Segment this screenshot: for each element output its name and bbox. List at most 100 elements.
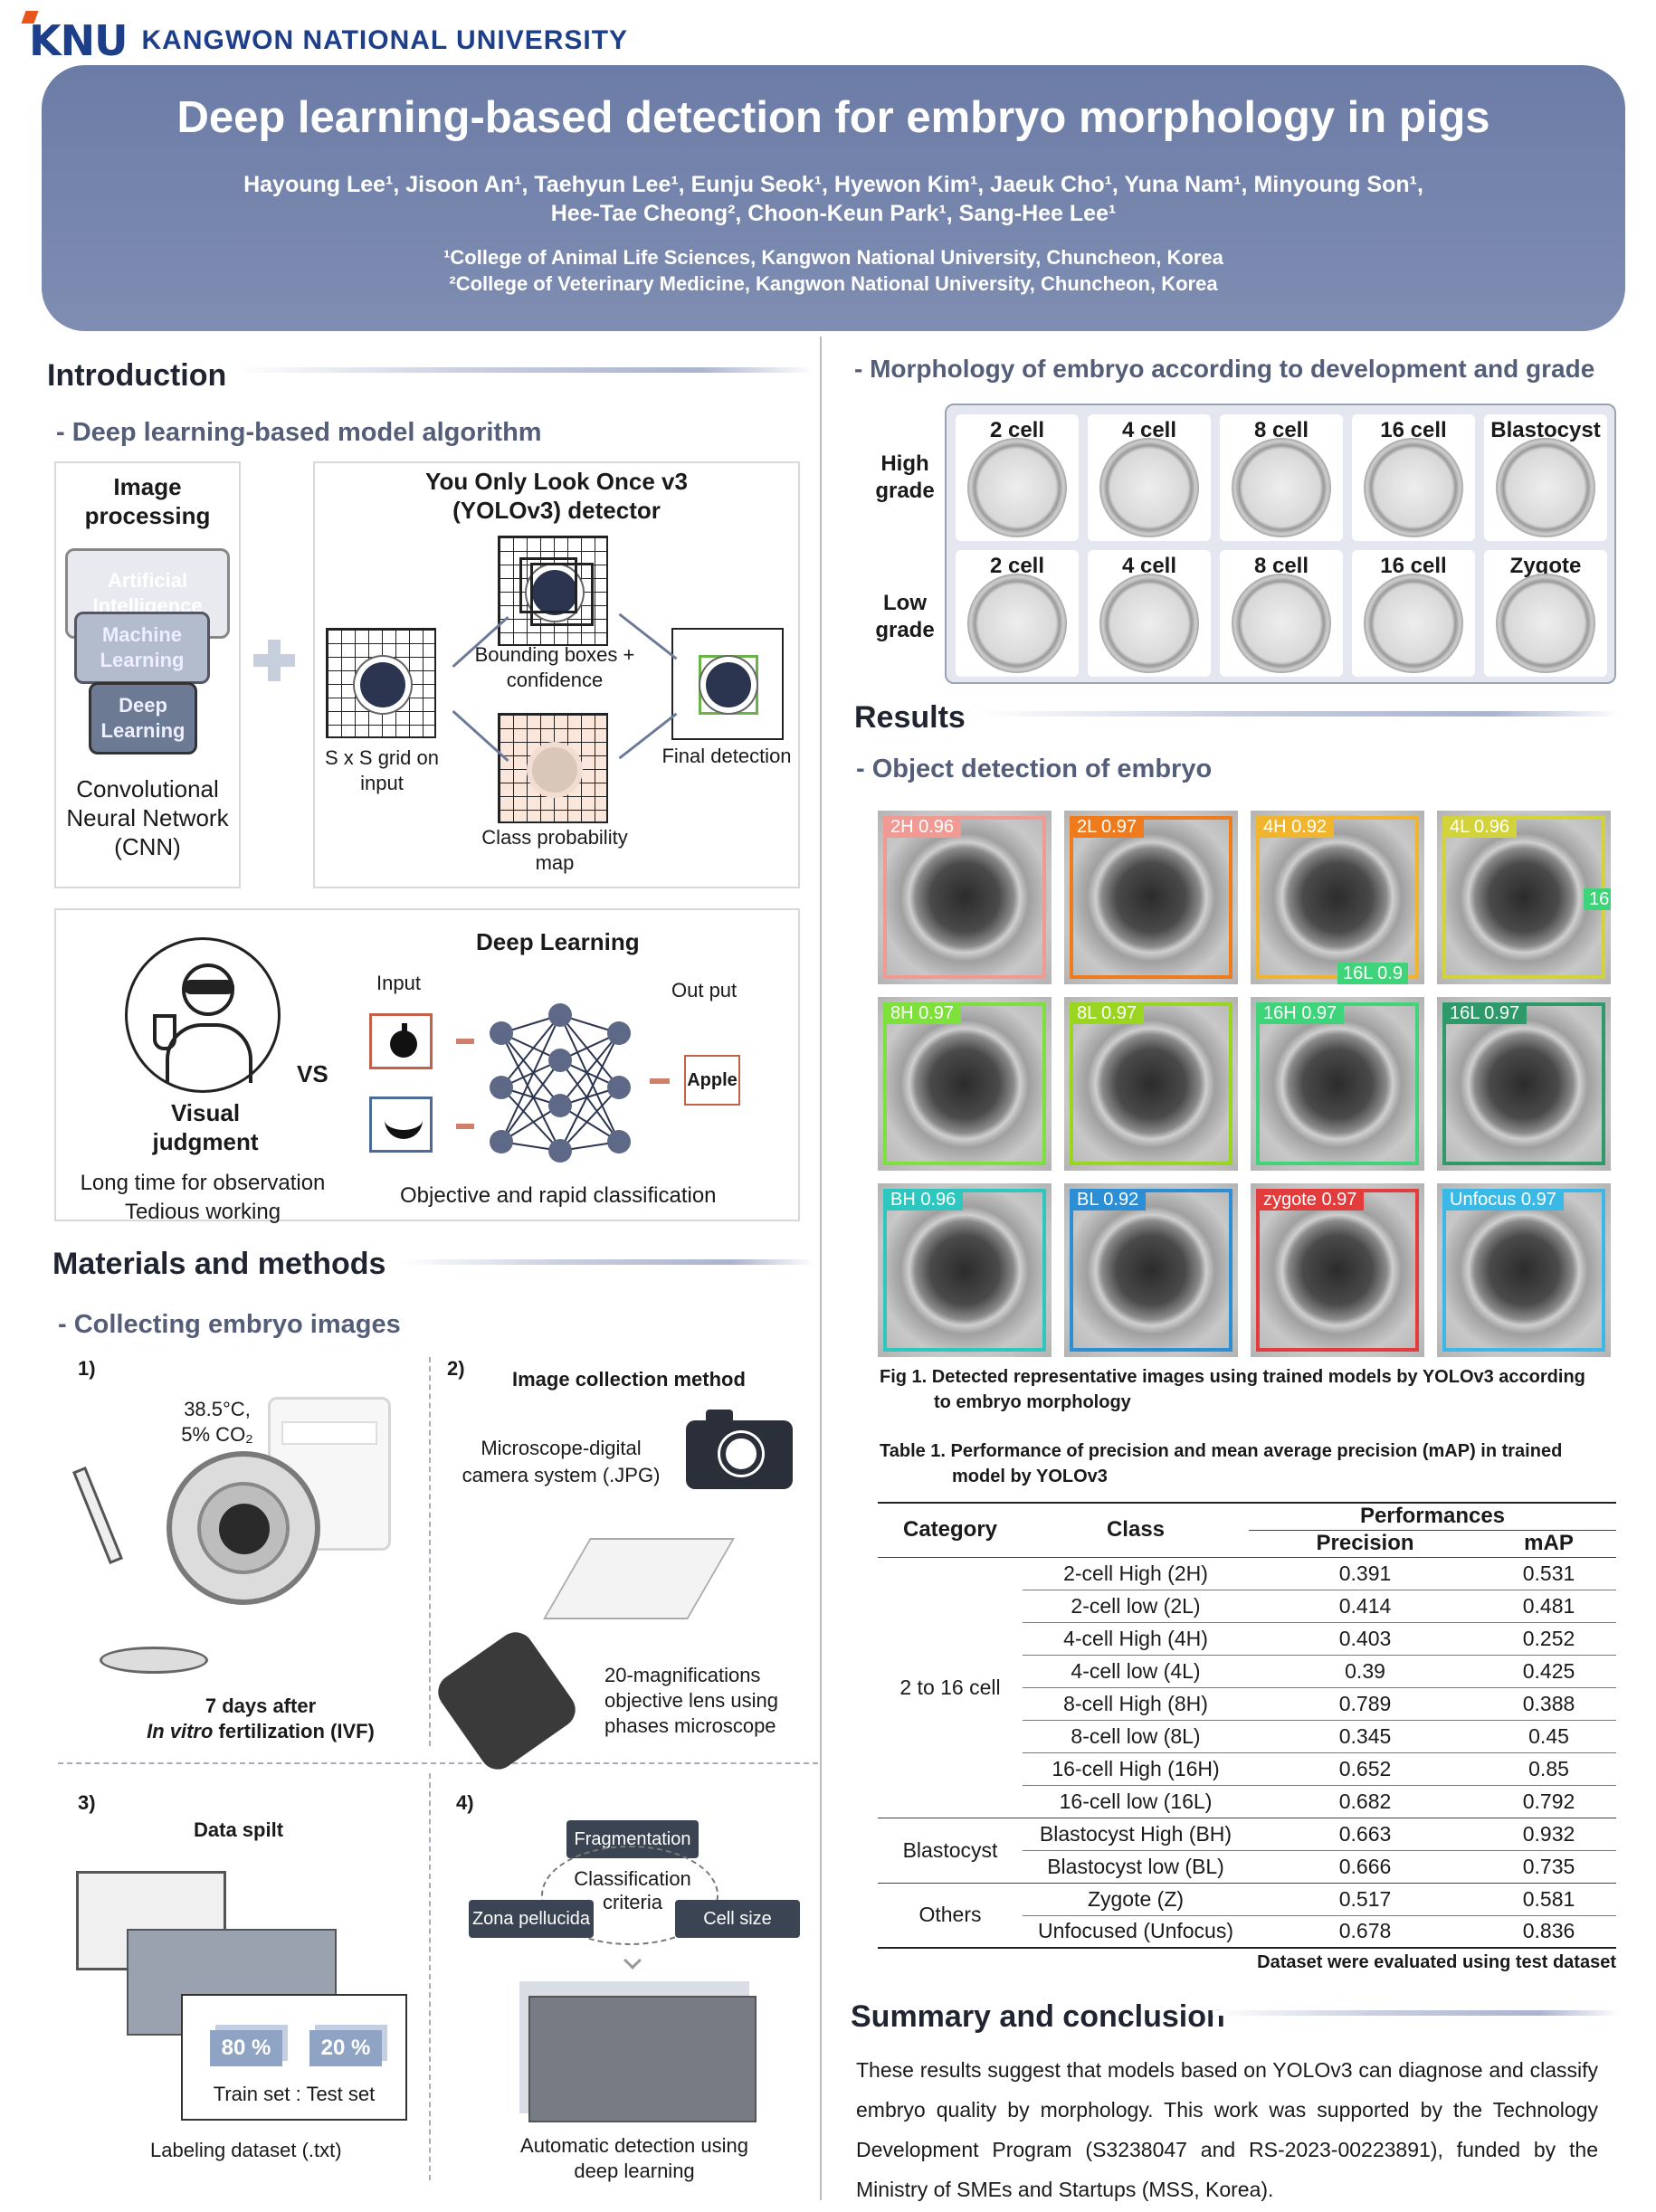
low-grade-cell: 16 cell — [1352, 550, 1475, 677]
class-header: Class — [1023, 1503, 1249, 1558]
precision-cell: 0.39 — [1249, 1655, 1482, 1688]
category-header: Category — [878, 1503, 1023, 1558]
final-detection-frame — [671, 628, 784, 740]
column-divider — [820, 337, 822, 2200]
figure-1-caption: Fig 1. Detected representative images us… — [880, 1364, 1585, 1415]
affiliation-2: ²College of Veterinary Medicine, Kangwon… — [449, 272, 1218, 295]
low-grade-cell: 4 cell — [1088, 550, 1211, 677]
class-probability-grid — [498, 713, 608, 823]
detection-image: BL 0.92 — [1064, 1183, 1238, 1357]
heading-rule — [235, 367, 814, 373]
map-cell: 0.735 — [1522, 1854, 1575, 1878]
heading-rule — [977, 711, 1620, 717]
detection-label: 4L 0.96 — [1442, 816, 1517, 838]
class-cell: 16-cell High (16H) — [1023, 1752, 1249, 1786]
panel-divider — [58, 1762, 818, 1764]
detection-image: 2H 0.96 — [878, 811, 1052, 984]
detection-label: 16L 0.97 — [1442, 1002, 1528, 1024]
arrow-icon — [650, 1078, 670, 1084]
bounding-box: 16L 0.97 — [1442, 1002, 1605, 1165]
map-cell: 0.531 — [1481, 1557, 1616, 1590]
embryo-image — [1496, 574, 1595, 674]
dl-description: Objective and rapid classification — [400, 1183, 717, 1208]
detection-label: 8L 0.97 — [1070, 1002, 1144, 1024]
visual-desc-line-1: Long time for observation — [80, 1171, 326, 1195]
train-percent: 80 % — [210, 2030, 282, 2066]
panel-divider — [429, 1773, 431, 2180]
deep-learning-title: Deep Learning — [476, 928, 640, 955]
detection-image: 8L 0.97 — [1064, 997, 1238, 1171]
precision-cell: 0.345 — [1249, 1720, 1482, 1753]
embryo-image — [1099, 438, 1199, 538]
embryo-image — [1364, 438, 1463, 538]
ml-layer: Machine Learning — [74, 612, 210, 684]
incubator-conditions: 38.5°C, 5% CO₂ — [163, 1397, 271, 1448]
results-heading: Results — [854, 700, 966, 735]
co2-label: 5% CO₂ — [181, 1423, 253, 1446]
low-grade-cell: Zygote — [1484, 550, 1607, 677]
step-1-caption-line-2: In vitro fertilization (IVF) — [109, 1719, 413, 1744]
class-cell: 8-cell low (8L) — [1023, 1720, 1249, 1753]
step-4-caption: Automatic detection using deep learning — [520, 2134, 748, 2182]
class-cell: 2-cell low (2L) — [1023, 1590, 1249, 1623]
table-1-caption-line-2: model by YOLOv3 — [952, 1467, 1108, 1486]
apple-icon — [369, 1013, 433, 1069]
vs-label: VS — [297, 1060, 328, 1087]
map-header: mAP — [1524, 1531, 1574, 1555]
results-subheading: - Object detection of embryo — [856, 755, 1213, 783]
bounding-box: 2H 0.96 — [883, 816, 1046, 979]
detection-figure: 2H 0.96 2L 0.97 4H 0.92 4L 0.96 8H 0.97 8L 0.… — [878, 811, 1620, 1357]
split-panel: 80 % 20 % Train set : Test set — [181, 1994, 407, 2121]
class-cell: Unfocused (Unfocus) — [1037, 1919, 1234, 1943]
map-cell: 0.45 — [1481, 1720, 1616, 1753]
affiliations: ¹College of Animal Life Sciences, Kangwo… — [42, 244, 1625, 297]
detection-label: 4H 0.92 — [1256, 816, 1335, 838]
detection-label: 8H 0.97 — [883, 1002, 962, 1024]
bounding-box: BL 0.92 — [1070, 1189, 1232, 1352]
embryo-image — [1364, 574, 1463, 674]
bounding-box: 4H 0.92 — [1256, 816, 1419, 979]
in-vitro-text: In vitro — [147, 1720, 214, 1742]
bounding-box: zygote 0.97 — [1256, 1189, 1419, 1352]
map-cell: 0.252 — [1481, 1622, 1616, 1656]
secondary-detection-label: 16L 0.9 — [1337, 963, 1408, 984]
intro-subheading: - Deep learning-based model algorithm — [56, 418, 542, 447]
arrow-icon — [456, 1124, 474, 1129]
criteria-cycle — [541, 1846, 719, 1945]
class-cell: 4-cell High (4H) — [1023, 1622, 1249, 1656]
table-note: Dataset were evaluated using test datase… — [1257, 1952, 1616, 1972]
detection-image: 16H 0.97 — [1251, 997, 1424, 1171]
figure-1-caption-line-2: to embryo morphology — [934, 1392, 1131, 1412]
detection-label: 2H 0.96 — [883, 816, 962, 838]
precision-header: Precision — [1316, 1531, 1414, 1555]
map-cell: 0.85 — [1481, 1752, 1616, 1786]
panel-divider — [429, 1357, 431, 1746]
bounding-box: 2L 0.97 — [1070, 816, 1232, 979]
fertilization-text: fertilization (IVF) — [213, 1720, 375, 1742]
figure-1-caption-line-1: Fig 1. Detected representative images us… — [880, 1367, 1585, 1387]
objective-lens-icon — [431, 1625, 583, 1777]
precision-cell: 0.414 — [1249, 1590, 1482, 1623]
author-list: Hayoung Lee¹, Jisoon An¹, Taehyun Lee¹, … — [42, 170, 1625, 228]
output-label: Out put — [671, 979, 738, 1002]
objective-lens-label: 20-magnifications objective lens using p… — [604, 1664, 779, 1737]
image-processing-panel: Image processing Artificial Intelligence… — [54, 461, 241, 888]
title-banner: Deep learning-based detection for embryo… — [42, 65, 1625, 331]
map-cell: 0.581 — [1481, 1883, 1616, 1916]
heading-rule — [398, 1259, 814, 1265]
class-cell: 2-cell High (2H) — [1023, 1557, 1249, 1590]
yolo-title: You Only Look Once v3 (YOLOv3) detector — [425, 468, 688, 524]
test-percent: 20 % — [309, 2030, 382, 2066]
map-cell: 0.388 — [1481, 1687, 1616, 1721]
precision-cell: 0.678 — [1338, 1919, 1392, 1943]
bounding-box: 16H 0.97 — [1256, 1002, 1419, 1165]
visual-vs-dl-panel: Visual judgment VS Long time for observa… — [54, 908, 800, 1224]
heading-rule — [1213, 2010, 1620, 2016]
neural-network-icon — [490, 1003, 631, 1163]
